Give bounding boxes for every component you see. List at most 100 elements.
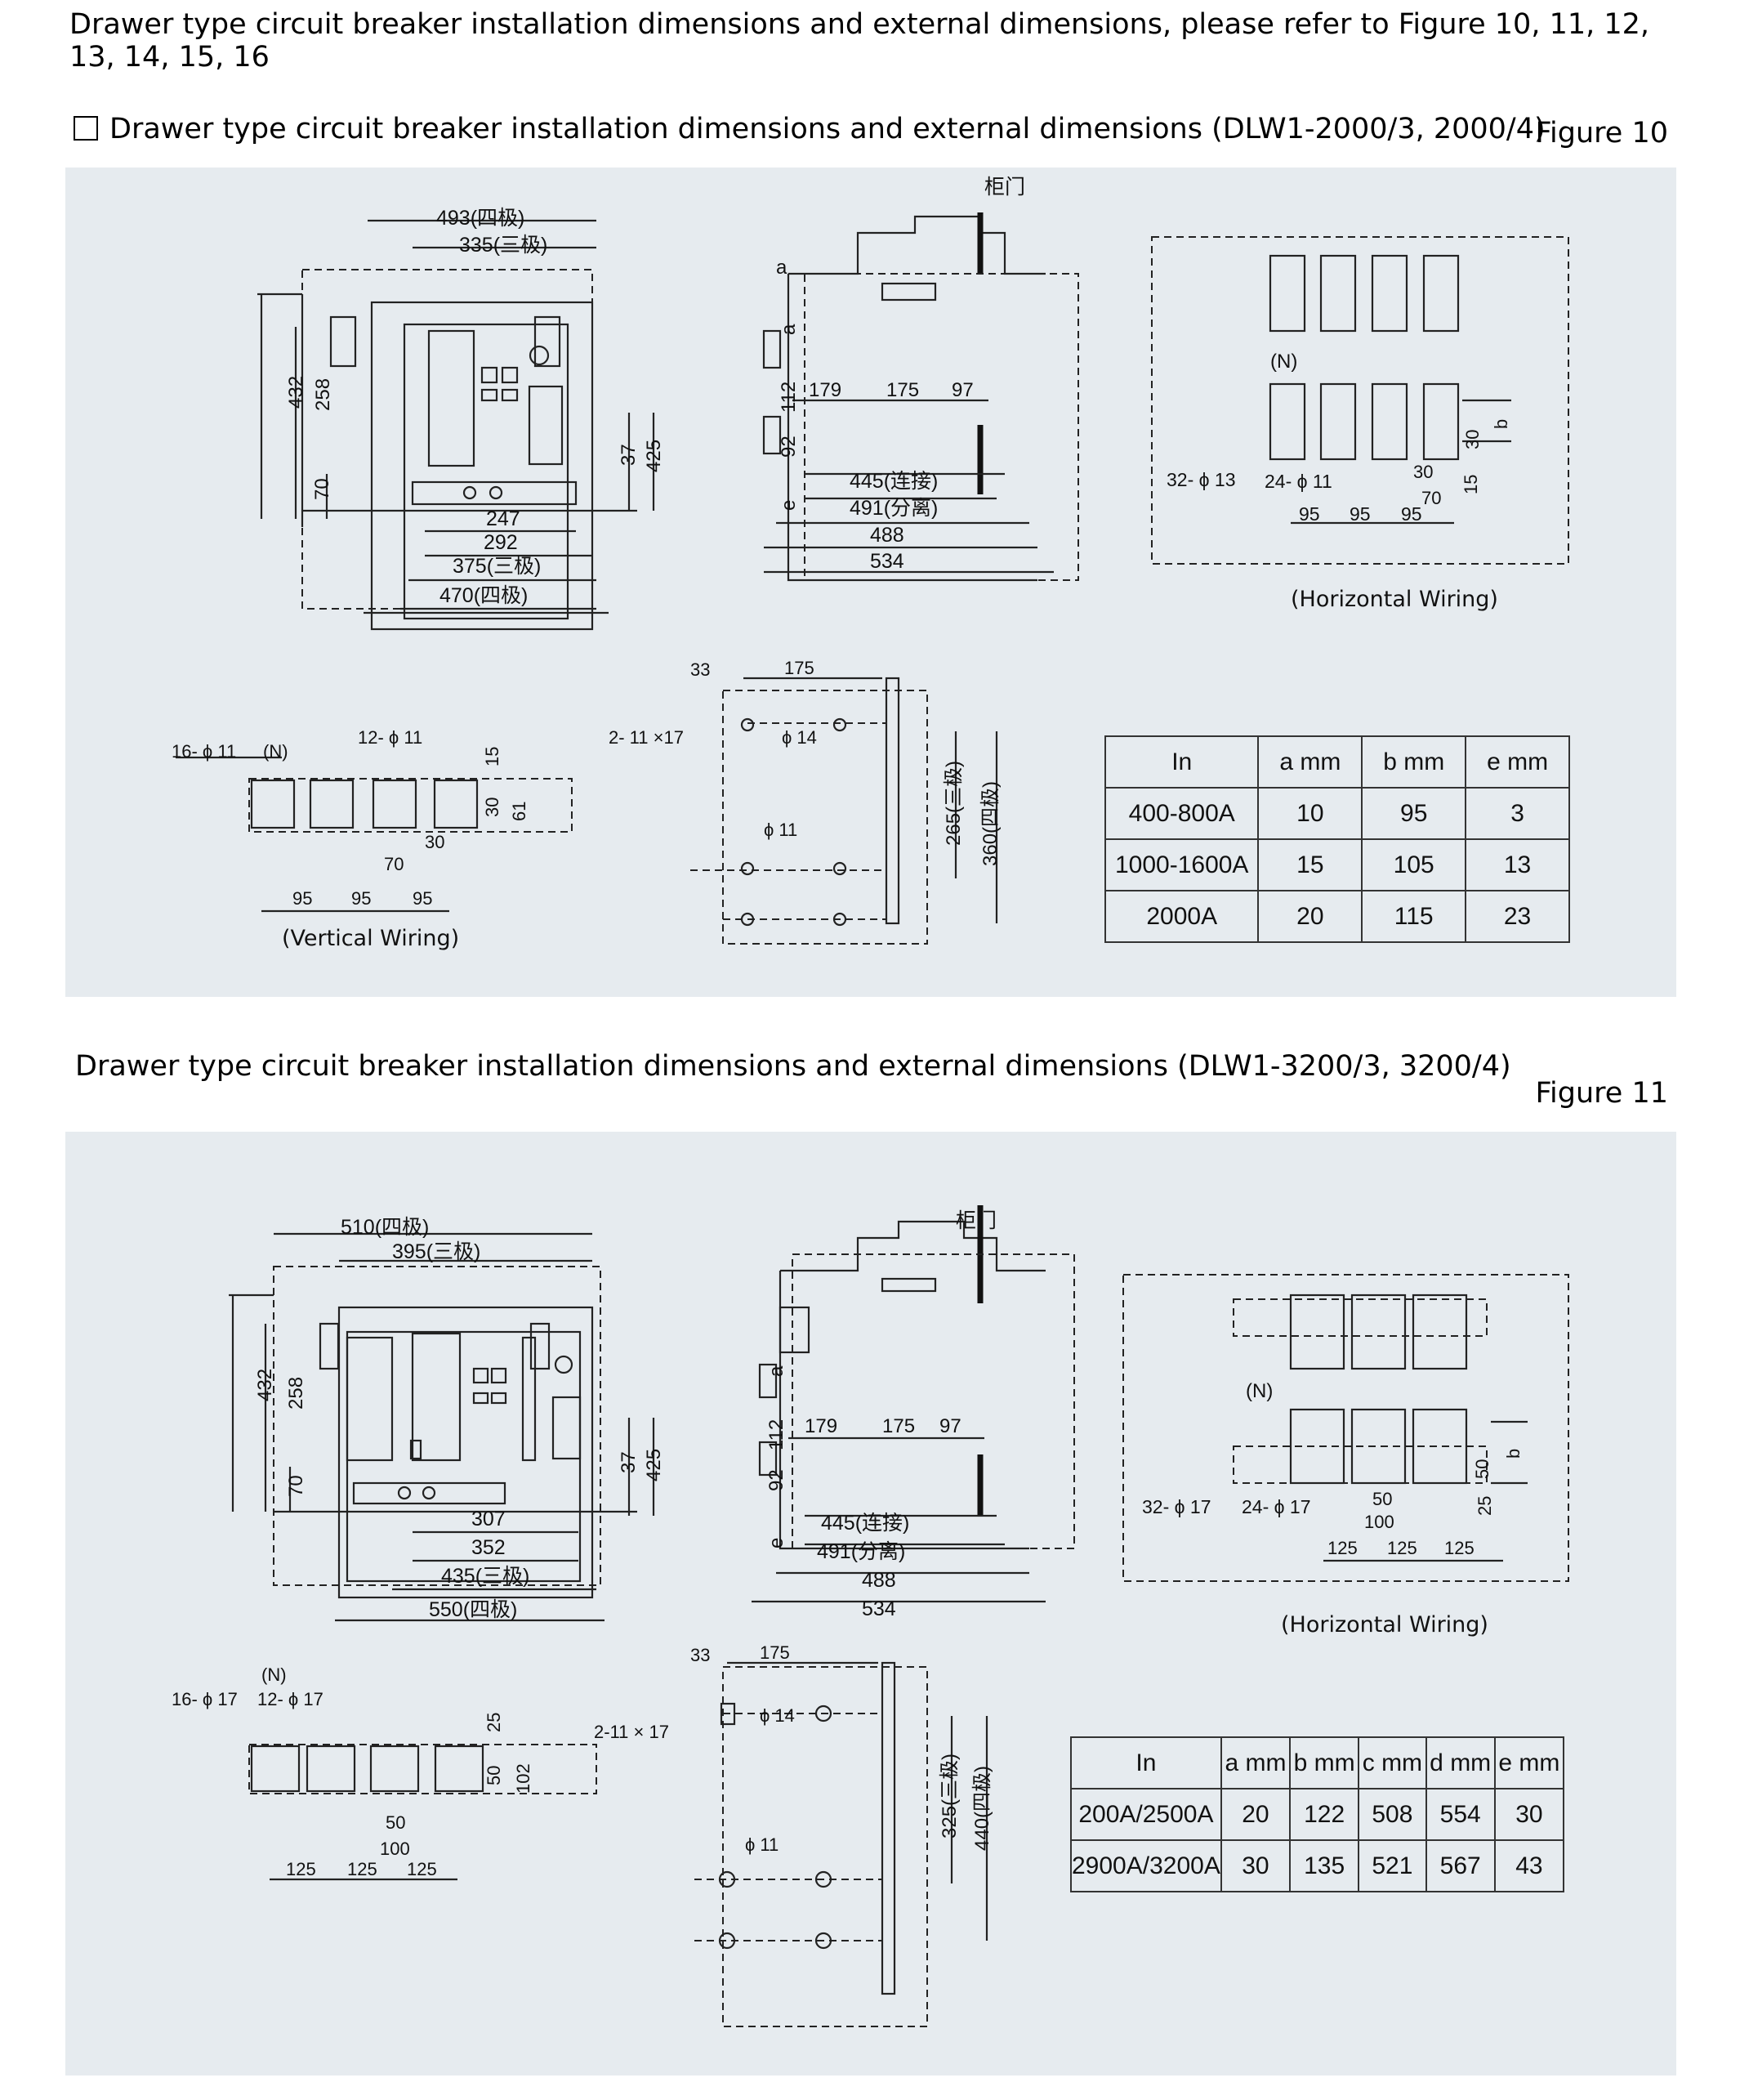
svg-text:12- ϕ 17: 12- ϕ 17 — [257, 1689, 323, 1709]
svg-text:491(分离): 491(分离) — [850, 497, 938, 520]
table-header-cell: b mm — [1361, 735, 1467, 789]
svg-text:24- ϕ 11: 24- ϕ 11 — [1265, 471, 1332, 492]
svg-text:488: 488 — [862, 1569, 896, 1592]
horizontal-wiring-drawing-2: (N) 32- ϕ 17 24- ϕ 17 50 100 125 125 125… — [1122, 1274, 1569, 1638]
table-header-cell: e mm — [1493, 1736, 1565, 1789]
table-cell: 2000A — [1104, 890, 1260, 943]
table-cell: 105 — [1361, 838, 1467, 891]
intro-text: Drawer type circuit breaker installation… — [69, 8, 1650, 74]
svg-text:a: a — [778, 324, 800, 335]
table-cell: 508 — [1358, 1788, 1427, 1841]
svg-text:175: 175 — [760, 1642, 790, 1663]
table-row: 2000A 20 115 23 — [1104, 890, 1570, 943]
front-view-drawing: 493(四极) 335(三极) 247 292 375(三极) 470(四极) … — [257, 207, 665, 631]
svg-text:25: 25 — [1475, 1496, 1495, 1516]
svg-text:510(四极): 510(四极) — [341, 1216, 429, 1239]
mounting-plan-drawing-2: 33 175 2-11 × 17 ϕ 14 ϕ 11 325(三极) 440(四… — [594, 1642, 993, 2027]
table-cell: 3 — [1465, 787, 1570, 840]
table-header-cell: e mm — [1465, 735, 1570, 789]
svg-text:50: 50 — [484, 1766, 504, 1785]
table-cell: 554 — [1425, 1788, 1496, 1841]
svg-text:445(连接): 445(连接) — [821, 1512, 909, 1535]
table-header-cell: In — [1070, 1736, 1222, 1789]
table-cell: 521 — [1358, 1839, 1427, 1892]
figure10-panel: 493(四极) 335(三极) 247 292 375(三极) 470(四极) … — [65, 168, 1676, 997]
svg-text:335(三极): 335(三极) — [459, 234, 547, 257]
svg-text:92: 92 — [765, 1469, 787, 1491]
svg-text:395(三极): 395(三极) — [392, 1240, 480, 1263]
table-cell: 20 — [1257, 890, 1363, 943]
figure11-label: Figure 11 — [1535, 1077, 1668, 1110]
horizontal-wiring-drawing: (N) 32- ϕ 13 24- ϕ 11 95 95 95 30 70 30 … — [1151, 236, 1569, 612]
svg-text:175: 175 — [886, 379, 919, 401]
svg-text:15: 15 — [1461, 475, 1481, 494]
table-cell: 2900A/3200A — [1070, 1839, 1222, 1892]
figure10-label: Figure 10 — [1535, 117, 1668, 150]
table-row: 1000-1600A 15 105 13 — [1104, 838, 1570, 891]
figure10-drawing: 493(四极) 335(三极) 247 292 375(三极) 470(四极) … — [172, 176, 1569, 951]
svg-text:95: 95 — [413, 888, 432, 909]
svg-text:(N): (N) — [261, 1664, 287, 1685]
svg-text:179: 179 — [805, 1415, 837, 1437]
svg-text:175: 175 — [784, 658, 814, 678]
figure11-drawing: 510(四极) 395(三极) 307 352 435(三极) 550(四极) … — [172, 1205, 1569, 2027]
table-header-cell: d mm — [1425, 1736, 1496, 1789]
svg-text:70: 70 — [311, 478, 333, 500]
table-cell: 1000-1600A — [1104, 838, 1260, 891]
svg-text:534: 534 — [870, 550, 904, 573]
svg-text:b: b — [1491, 419, 1511, 429]
table-cell: 30 — [1493, 1788, 1565, 1841]
table-header-cell: b mm — [1289, 1736, 1360, 1789]
svg-text:360(四极): 360(四极) — [979, 781, 1002, 866]
svg-text:50: 50 — [1372, 1489, 1392, 1509]
table-header-cell: In — [1104, 735, 1260, 789]
table-cell: 115 — [1361, 890, 1467, 943]
door-label-2: 柜门 — [956, 1209, 997, 1232]
figure11-table: In a mm b mm c mm d mm e mm 200A/2500A 2… — [1070, 1736, 1565, 1892]
svg-text:470(四极): 470(四极) — [439, 584, 528, 607]
section1-title: Drawer type circuit breaker installation… — [74, 113, 1546, 145]
svg-text:(N): (N) — [263, 741, 288, 762]
svg-text:12- ϕ 11: 12- ϕ 11 — [358, 727, 422, 748]
svg-text:30: 30 — [482, 798, 502, 817]
table-cell: 43 — [1493, 1839, 1565, 1892]
table-header-cell: a mm — [1220, 1736, 1292, 1789]
vertical-wiring-drawing: 16- ϕ 11 (N) 12- ϕ 11 30 70 95 95 95 15 … — [172, 727, 573, 951]
svg-text:325(三极): 325(三极) — [939, 1754, 961, 1839]
table-cell: 30 — [1220, 1839, 1292, 1892]
section1-title-text: Drawer type circuit breaker installation… — [109, 113, 1546, 145]
svg-text:33: 33 — [690, 659, 710, 680]
svg-text:100: 100 — [1364, 1512, 1394, 1532]
door-label: 柜门 — [984, 176, 1025, 199]
svg-text:32- ϕ 17: 32- ϕ 17 — [1142, 1496, 1211, 1517]
svg-text:491(分离): 491(分离) — [817, 1540, 905, 1563]
svg-text:258: 258 — [312, 378, 334, 411]
vertical-wiring-caption: (Vertical Wiring) — [282, 926, 459, 951]
svg-text:70: 70 — [1421, 488, 1441, 508]
svg-text:30: 30 — [425, 832, 444, 852]
table-cell: 200A/2500A — [1070, 1788, 1222, 1841]
svg-text:25: 25 — [484, 1713, 504, 1732]
svg-text:24- ϕ 17: 24- ϕ 17 — [1242, 1496, 1311, 1517]
table-cell: 13 — [1465, 838, 1570, 891]
table-cell: 10 — [1257, 787, 1363, 840]
table-cell: 20 — [1220, 1788, 1292, 1841]
svg-text:30: 30 — [1462, 430, 1483, 449]
svg-text:292: 292 — [484, 531, 518, 554]
svg-text:432: 432 — [285, 376, 307, 409]
table-cell: 135 — [1289, 1839, 1360, 1892]
svg-text:534: 534 — [862, 1597, 896, 1620]
svg-text:247: 247 — [486, 507, 520, 530]
svg-text:b: b — [1503, 1449, 1524, 1459]
svg-text:e: e — [778, 500, 800, 511]
svg-text:375(三极): 375(三极) — [453, 555, 541, 578]
svg-text:425: 425 — [643, 440, 665, 472]
horizontal-wiring-caption: (Horizontal Wiring) — [1291, 587, 1498, 612]
svg-text:97: 97 — [952, 379, 974, 401]
svg-text:50: 50 — [386, 1812, 405, 1833]
svg-text:95: 95 — [1299, 503, 1320, 525]
side-view-drawing: 柜门 179 175 97 445(连接) 491(分离) 488 534 a … — [762, 176, 1079, 582]
svg-text:(N): (N) — [1270, 351, 1297, 373]
table-header-row: In a mm b mm c mm d mm e mm — [1070, 1736, 1565, 1789]
svg-text:a: a — [765, 1365, 787, 1377]
